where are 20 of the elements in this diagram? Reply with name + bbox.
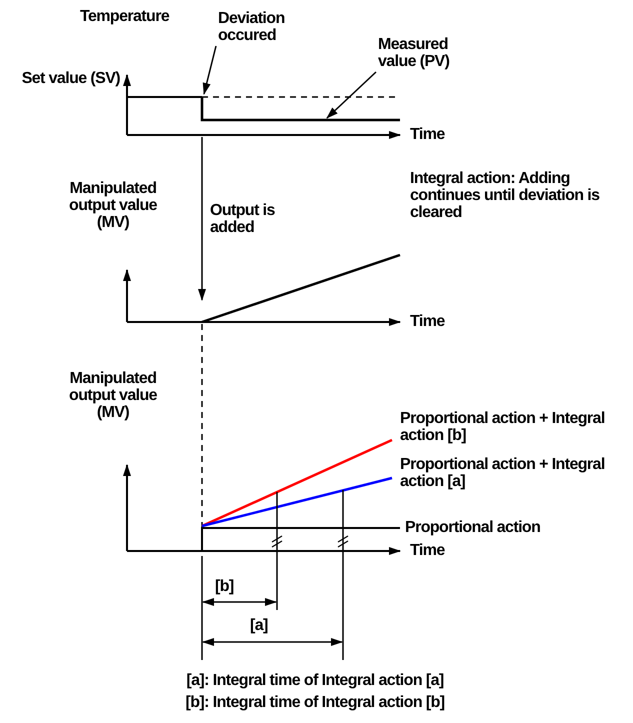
note-text: [b]: Integral time of Integral action [b] <box>184 694 446 711</box>
dimension-label: [b] <box>215 578 235 595</box>
axis-title: Time <box>410 313 446 330</box>
leader-line <box>202 46 217 95</box>
axis-title: Manipulated output value (MV) <box>68 180 158 231</box>
line-label: Proportional action + Integral action [b] <box>400 410 606 444</box>
axis-title: Manipulated output value (MV) <box>68 370 158 421</box>
axis-title: Time <box>410 126 446 143</box>
leader-line <box>326 71 377 119</box>
line-label: Proportional action + Integral action [a] <box>400 456 606 490</box>
annotation-text: Output is added <box>210 202 276 236</box>
axis-title: Temperature <box>80 8 170 25</box>
note-text: [a]: Integral time of Integral action [a] <box>185 672 445 689</box>
annotation-text: Integral action: Adding continues until deviation is cleared <box>410 170 600 221</box>
callout-text: Measured value (PV) <box>378 36 468 70</box>
dimension-label: [a] <box>250 617 269 634</box>
callout-text: Deviation occured <box>218 10 298 44</box>
axis-title: Time <box>410 542 446 559</box>
line-label: Proportional action <box>405 519 542 536</box>
axis-title: Set value (SV) <box>20 70 120 87</box>
